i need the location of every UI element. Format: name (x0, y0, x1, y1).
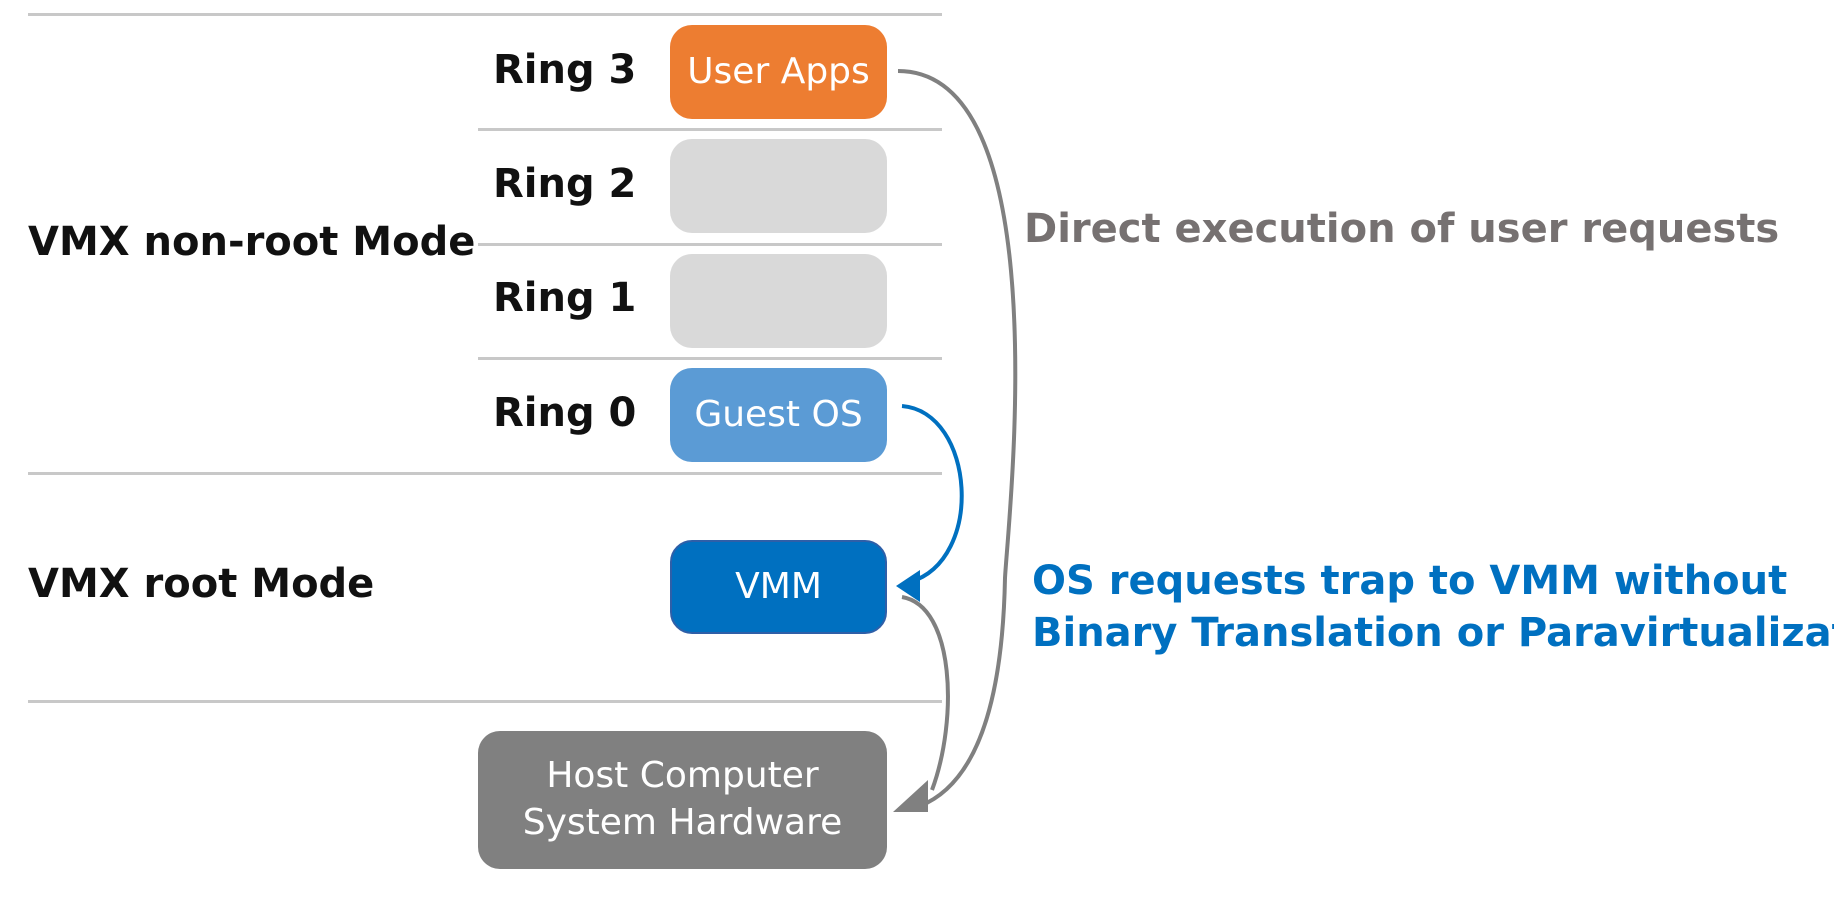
vmm-box: VMM (670, 540, 887, 634)
separator-ring1-ring0 (478, 357, 942, 360)
separator-ring2-ring1 (478, 243, 942, 246)
ring-label-1: Ring 1 (493, 275, 637, 321)
ring2-empty-box (670, 139, 887, 233)
vmm-to-hardware-arrow (901, 595, 950, 791)
trap-annotation-line-1: OS requests trap to VMM without (1032, 558, 1788, 604)
trap-annotation: OS requests trap to VMM without Binary T… (1032, 555, 1834, 659)
guest-os-box: Guest OS (670, 368, 887, 462)
mode-label-root: VMX root Mode (28, 561, 375, 607)
host-hardware-box: Host Computer System Hardware (478, 731, 887, 869)
ring-label-2: Ring 2 (493, 161, 637, 207)
separator-top (28, 13, 942, 16)
direct-execution-arrow (897, 69, 1018, 808)
ring1-empty-box (670, 254, 887, 348)
ring-label-0: Ring 0 (493, 390, 637, 436)
separator-nonroot-root (28, 472, 942, 475)
mode-label-non-root: VMX non-root Mode (28, 219, 476, 265)
trap-arrow (901, 404, 964, 584)
ring-label-3: Ring 3 (493, 47, 637, 93)
separator-root-hardware (28, 700, 942, 703)
trap-annotation-line-2: Binary Translation or Paravirtualization (1032, 610, 1834, 656)
hardware-arrowhead (893, 780, 928, 812)
user-apps-box: User Apps (670, 25, 887, 119)
hardware-line-1: Host Computer (546, 755, 819, 797)
direct-execution-annotation: Direct execution of user requests (1024, 206, 1780, 252)
trap-arrowhead (896, 570, 920, 602)
hardware-line-2: System Hardware (522, 802, 843, 843)
separator-ring3-ring2 (478, 128, 942, 131)
